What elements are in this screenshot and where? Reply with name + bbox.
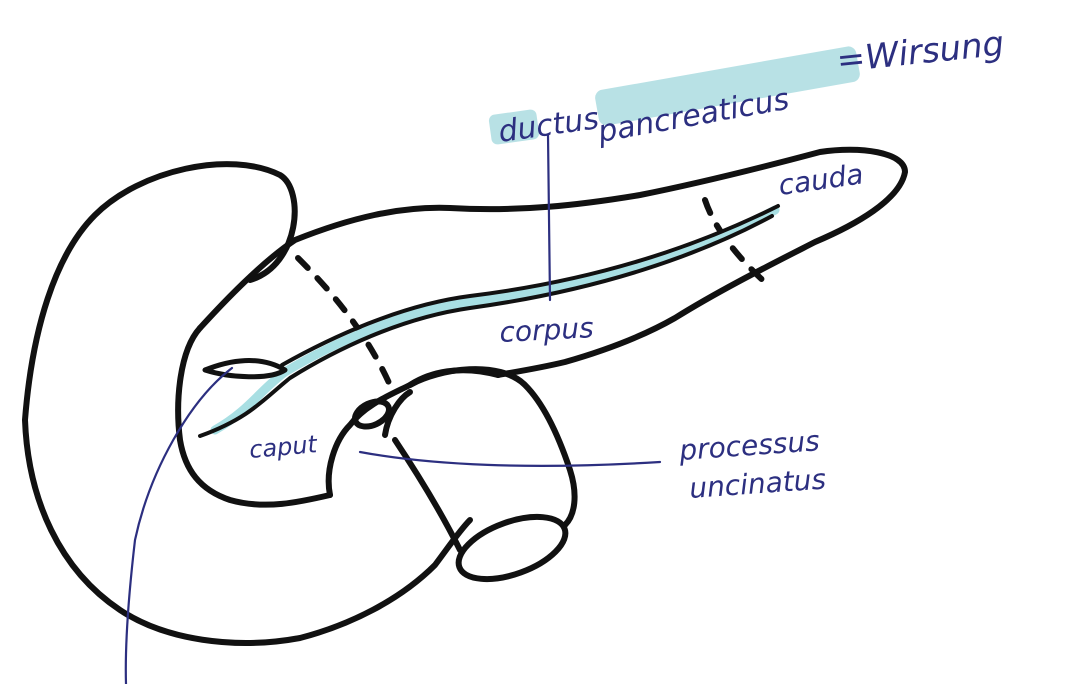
duct-ampulla xyxy=(205,361,285,377)
duodenum-tube-lower xyxy=(395,440,460,550)
uncinate-outline xyxy=(329,370,498,495)
label-processus: processus xyxy=(677,424,821,467)
label-cauda: cauda xyxy=(776,157,865,202)
label-wirsung: =Wirsung xyxy=(835,24,1006,81)
label-corpus: corpus xyxy=(499,311,595,349)
label-caput: caput xyxy=(248,430,320,464)
ductus-leader-line xyxy=(548,135,550,300)
label-ductus: ductus xyxy=(496,101,601,150)
label-uncinatus: uncinatus xyxy=(688,463,827,505)
